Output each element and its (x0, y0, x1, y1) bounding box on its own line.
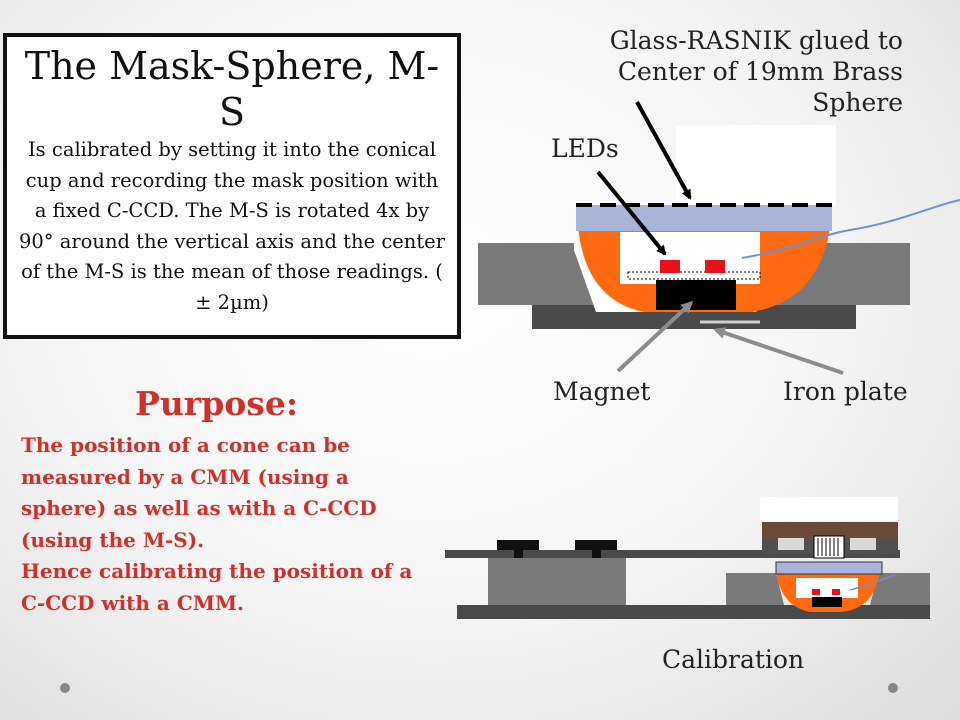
glass-rasnik (576, 205, 832, 231)
slide-dot-right (888, 683, 898, 693)
calib-cavity (796, 578, 858, 598)
description-box: The Mask-Sphere, M-S Is calibrated by se… (3, 33, 461, 339)
cup-left-block (478, 243, 596, 305)
t-support-left-top (497, 540, 539, 550)
rail (445, 550, 900, 558)
cmm-block (488, 558, 626, 606)
led-left (660, 260, 680, 273)
calibration-base (457, 605, 930, 619)
calib-led-left (812, 589, 820, 595)
camera-part-right (850, 538, 876, 550)
camera-housing (762, 522, 898, 540)
box-title: The Mask-Sphere, M-S (24, 44, 440, 134)
calibration-label: Calibration (662, 645, 805, 674)
magnet-label: Magnet (553, 377, 651, 406)
t-support-right-top (575, 540, 617, 550)
calib-cup-right (870, 573, 930, 605)
box-body: Is calibrated by setting it into the con… (18, 138, 446, 314)
purpose-body: The position of a cone can be measured b… (21, 433, 413, 615)
backdrop (676, 125, 836, 205)
leds-label: LEDs (551, 134, 619, 163)
led-right (705, 260, 725, 273)
glass-rasnik-label: Glass-RASNIK glued to Center of 19mm Bra… (609, 26, 903, 117)
calib-wire (849, 574, 896, 591)
led-board (627, 271, 761, 280)
top-assembly (478, 101, 960, 375)
iron-plate-label: Iron plate (783, 377, 908, 406)
calib-magnet (812, 597, 842, 607)
calib-led-right (832, 589, 840, 595)
calibration-assembly (445, 497, 930, 619)
magnet-arrow (616, 300, 694, 373)
calib-glass (775, 561, 883, 575)
led-wire (741, 199, 960, 259)
camera-part-left (778, 538, 804, 550)
leds-arrow (596, 170, 667, 256)
iron-plate-arrow (713, 327, 844, 375)
purpose-title: Purpose: (135, 384, 299, 423)
calibration-backdrop (760, 497, 898, 521)
magnet (656, 280, 736, 310)
slide-dot-left (60, 683, 70, 693)
lens-lines (817, 538, 839, 556)
calib-cup-left (726, 573, 784, 605)
glass-arrow (635, 101, 692, 200)
